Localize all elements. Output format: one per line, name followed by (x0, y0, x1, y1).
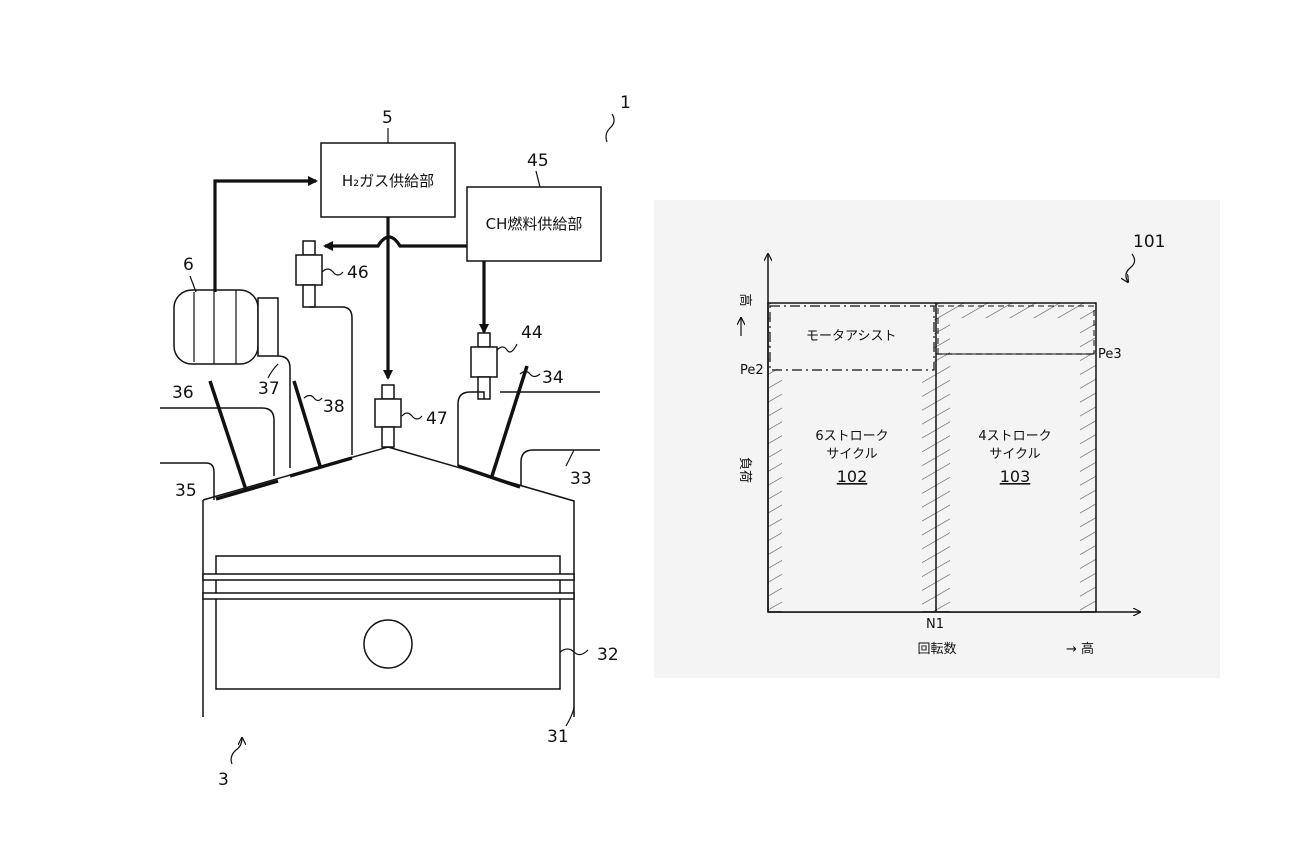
ref-injector-46: 46 (347, 263, 369, 283)
ref-h2-unit: 5 (382, 108, 393, 128)
h2-gas-supply-box (320, 142, 456, 218)
leader-injector-47 (401, 412, 423, 420)
x-axis-label: 回転数 (917, 642, 956, 657)
y-axis-high-label: 高 (737, 293, 753, 306)
x-axis-high-label: → 高 (1066, 641, 1094, 657)
leader-33 (565, 449, 575, 467)
cylinder-outline (202, 446, 575, 717)
leader-31 (565, 707, 575, 727)
ref-ch-unit: 45 (527, 151, 549, 171)
pe2-label: Pe2 (740, 363, 764, 378)
ch-fuel-supply-label: CH燃料供給部 (486, 215, 583, 233)
piston-ring-1 (202, 573, 575, 581)
region-4stroke-line2: サイクル (989, 447, 1040, 462)
leader-fig-1 (605, 113, 615, 143)
reformer-neck (257, 297, 279, 357)
ref-33: 33 (570, 469, 592, 489)
y-axis-label: 負荷 (737, 457, 752, 483)
pe3-label: Pe3 (1098, 347, 1122, 362)
motor-assist-label: モータアシスト (806, 329, 896, 344)
motor-assist-region (769, 305, 935, 371)
n1-label: N1 (926, 617, 944, 632)
leader-37 (267, 363, 279, 379)
region-4stroke-line1: 4ストローク (978, 429, 1051, 444)
leader-reformer (189, 275, 197, 293)
ref-36: 36 (172, 383, 194, 403)
motor-assist-inner (770, 305, 934, 369)
region-4stroke-ref: 103 (1000, 467, 1031, 486)
ref-fig-101: 101 (1133, 232, 1165, 252)
leader-ch-unit (535, 170, 541, 188)
region-4stroke-inner (950, 318, 1080, 612)
ref-38: 38 (323, 397, 345, 417)
leader-38 (303, 394, 323, 402)
leader-fig-101 (1126, 253, 1136, 282)
port-lines (160, 306, 600, 500)
injector-46 (295, 240, 323, 308)
reformer-unit (173, 289, 259, 365)
ref-37: 37 (258, 379, 280, 399)
piston-pin (363, 619, 413, 669)
leader-32 (559, 648, 589, 656)
injector-44 (470, 332, 498, 400)
ref-31: 31 (547, 727, 569, 747)
arrow-ch-to-injector-46 (323, 235, 467, 251)
leader-injector-46 (321, 268, 344, 276)
ref-injector-47: 47 (426, 409, 448, 429)
leader-34 (519, 370, 541, 378)
region-6stroke-ref: 102 (837, 467, 868, 486)
valves (208, 365, 529, 491)
arrow-reformer-to-h2 (213, 176, 318, 292)
piston-ring-2 (202, 592, 575, 600)
h2-gas-supply-label: H₂ガス供給部 (342, 172, 434, 190)
ref-fig-1: 1 (620, 93, 631, 113)
pe3-region (937, 305, 1095, 355)
ref-35: 35 (175, 481, 197, 501)
ref-reformer: 6 (183, 255, 194, 275)
ch-fuel-supply-box (466, 186, 602, 262)
leader-injector-44 (496, 343, 518, 353)
region-6stroke-line2: サイクル (826, 447, 877, 462)
leader-engine-3 (230, 738, 242, 765)
operating-map-figure: 101 モータアシスト Pe2 Pe3 N1 6ストローク サイクル 102 4… (654, 200, 1220, 678)
ref-32: 32 (597, 645, 619, 665)
valve-seats (215, 456, 521, 501)
region-6stroke-line1: 6ストローク (815, 429, 888, 444)
ref-engine-3: 3 (218, 770, 229, 790)
injector-47 (374, 384, 402, 448)
ref-injector-44: 44 (521, 323, 543, 343)
ref-34: 34 (542, 368, 564, 388)
engine-system-figure: 1 H₂ガス供給部 5 CH燃料供給部 45 6 (160, 93, 631, 790)
map-outline (767, 302, 1097, 613)
